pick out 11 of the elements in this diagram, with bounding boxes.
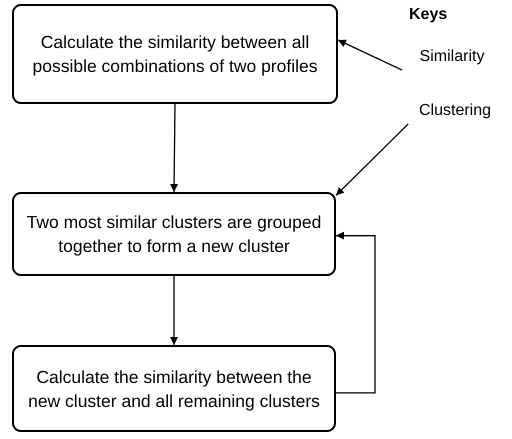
arrow [336, 232, 376, 394]
leader-arrow [336, 124, 409, 196]
legend-heading: Keys [409, 6, 448, 24]
key-label: Clustering [418, 101, 492, 121]
process-box: Calculate the similarity between the new cluster and all remaining clusters [12, 345, 336, 432]
arrow [170, 276, 178, 345]
key-label: Similarity [420, 47, 484, 67]
process-box: Two most similar clusters are grouped together to form a new cluster [12, 192, 336, 276]
leader-arrow [338, 39, 402, 71]
arrow [170, 104, 178, 192]
process-box: Calculate the similarity between all possible combinations of two profiles [12, 4, 338, 104]
